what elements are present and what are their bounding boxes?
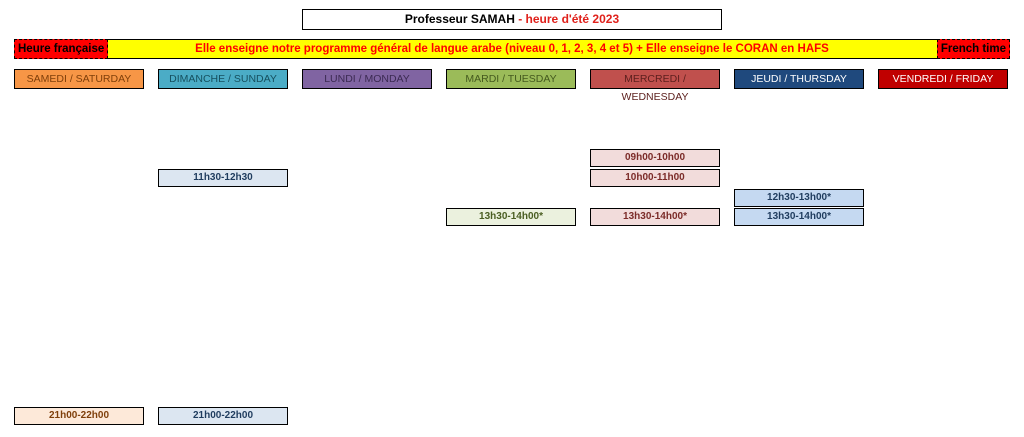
slot-saturday-2100[interactable]: 21h00-22h00 (14, 407, 144, 425)
slot-wednesday-1000[interactable]: 10h00-11h00 (590, 169, 720, 187)
timezone-tag-english: French time (936, 39, 1010, 59)
slot-thursday-1330[interactable]: 13h30-14h00* (734, 208, 864, 226)
info-banner: Elle enseigne notre programme général de… (14, 39, 1010, 59)
banner-text: Elle enseigne notre programme général de… (195, 43, 829, 55)
timezone-tag-french: Heure française (14, 39, 109, 59)
day-header-tuesday: MARDI / TUESDAY (446, 69, 576, 89)
day-header-thursday: JEUDI / THURSDAY (734, 69, 864, 89)
slot-thursday-1230[interactable]: 12h30-13h00* (734, 189, 864, 207)
slot-wednesday-1330[interactable]: 13h30-14h00* (590, 208, 720, 226)
title-accent: - heure d'été 2023 (514, 12, 620, 26)
page-title: Professeur SAMAH - heure d'été 2023 (302, 9, 722, 30)
day-header-saturday: SAMEDI / SATURDAY (14, 69, 144, 89)
day-header-sunday: DIMANCHE / SUNDAY (158, 69, 288, 89)
slot-wednesday-0900[interactable]: 09h00-10h00 (590, 149, 720, 167)
slot-sunday-1130[interactable]: 11h30-12h30 (158, 169, 288, 187)
slot-tuesday-1330[interactable]: 13h30-14h00* (446, 208, 576, 226)
day-header-wednesday: MERCREDI / WEDNESDAY (590, 69, 720, 103)
day-header-monday: LUNDI / MONDAY (302, 69, 432, 89)
title-main: Professeur SAMAH (404, 12, 515, 26)
day-header-friday: VENDREDI / FRIDAY (878, 69, 1008, 89)
slot-sunday-2100[interactable]: 21h00-22h00 (158, 407, 288, 425)
